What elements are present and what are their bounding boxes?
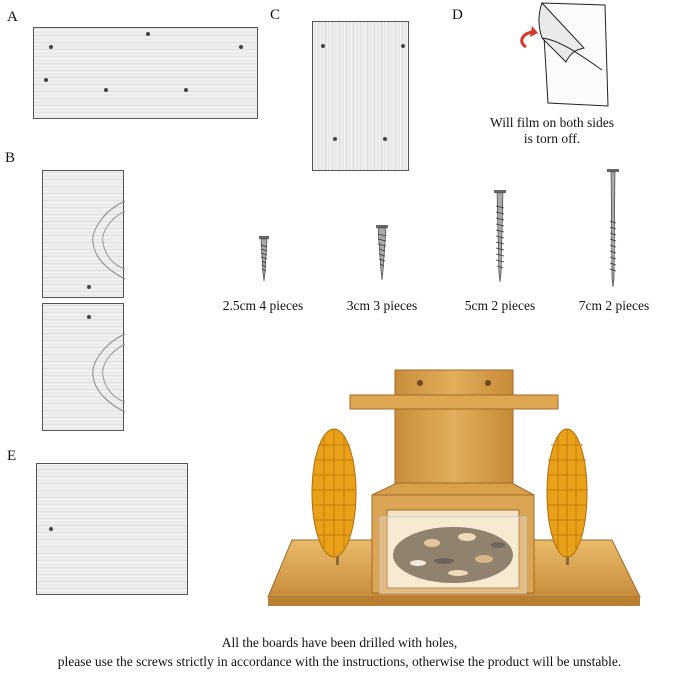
wood-knot bbox=[92, 200, 126, 280]
screw-head bbox=[485, 380, 491, 386]
screw-icon-2-5cm bbox=[259, 236, 269, 282]
board-e-hole bbox=[49, 527, 53, 531]
board-a-hole bbox=[146, 32, 150, 36]
film-note-line1: Will film on both sides bbox=[490, 115, 614, 130]
board-b-hole bbox=[87, 285, 91, 289]
board-a-hole bbox=[104, 88, 108, 92]
board-c-hole bbox=[333, 137, 337, 141]
screw-label-5cm: 5cm 2 pieces bbox=[464, 298, 536, 313]
screw-label-2-5cm: 2.5cm 4 pieces bbox=[222, 298, 304, 313]
board-b-hole bbox=[87, 315, 91, 319]
board-c-hole bbox=[383, 137, 387, 141]
acrylic-sheet-illustration bbox=[520, 2, 609, 107]
board-e bbox=[36, 463, 188, 595]
footer-line2: please use the screws strictly in accord… bbox=[57, 654, 622, 669]
screw-label-3cm: 3cm 3 pieces bbox=[346, 298, 418, 313]
board-b-bottom bbox=[42, 303, 126, 431]
board-b-top bbox=[42, 170, 126, 298]
board-a bbox=[33, 27, 258, 119]
board-c bbox=[312, 21, 409, 171]
peel-arrow-icon bbox=[520, 30, 533, 49]
wood-knot bbox=[92, 333, 126, 413]
footer-line1: All the boards have been drilled with ho… bbox=[221, 635, 458, 650]
label-d: D bbox=[452, 7, 463, 23]
seed-pile bbox=[393, 527, 513, 583]
board-a-hole bbox=[239, 45, 243, 49]
label-e: E bbox=[7, 448, 17, 464]
label-b: B bbox=[5, 150, 16, 166]
screw-icon-5cm bbox=[494, 190, 506, 283]
film-note-line2: is torn off. bbox=[523, 131, 581, 146]
board-a-hole bbox=[44, 78, 48, 82]
board-c-hole bbox=[401, 44, 405, 48]
board-a-hole bbox=[49, 45, 53, 49]
assembled-feeder-illustration bbox=[267, 369, 641, 606]
label-a: A bbox=[7, 9, 18, 25]
screw-icon-3cm bbox=[376, 225, 388, 281]
screw-label-7cm: 7cm 2 pieces bbox=[578, 298, 650, 313]
board-a-hole bbox=[184, 88, 188, 92]
board-c-hole bbox=[321, 44, 325, 48]
screw-icon-7cm bbox=[607, 169, 619, 288]
screw-head bbox=[417, 380, 423, 386]
label-c: C bbox=[270, 7, 281, 23]
